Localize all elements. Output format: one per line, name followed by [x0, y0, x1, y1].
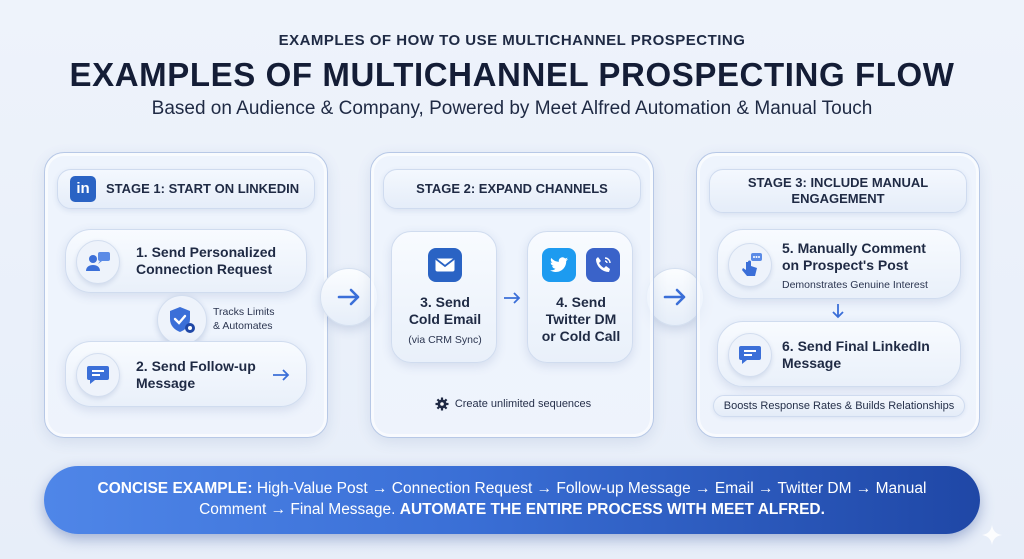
step-6-card[interactable]: 6. Send Final LinkedIn Message — [717, 321, 961, 387]
concise-example-text: CONCISE EXAMPLE: High-Value Post → Conne… — [84, 479, 940, 521]
stage-3-footer: Boosts Response Rates & Builds Relations… — [713, 395, 965, 417]
step-6-subtitle: Message — [782, 355, 842, 372]
page-title: EXAMPLES OF MULTICHANNEL PROSPECTING FLO… — [69, 56, 955, 93]
gear-icon — [435, 397, 449, 411]
page-subtitle: Based on Audience & Company, Powered by … — [151, 98, 873, 119]
step-5-subtitle: on Prospect's Post — [782, 257, 909, 274]
step-4-title: 4. Send — [556, 294, 606, 310]
stage-3-header-line2: ENGAGEMENT — [791, 191, 885, 206]
stage-1-panel: in STAGE 1: START ON LINKEDIN 1. Send Pe… — [44, 152, 328, 438]
step-2-card[interactable]: 2. Send Follow-up Message — [65, 341, 307, 407]
stage-2-to-3-arrow — [646, 268, 704, 326]
step-5-note: Demonstrates Genuine Interest — [782, 279, 928, 291]
step-4-card[interactable]: 4. Send Twitter DM or Cold Call — [527, 231, 633, 363]
phone-icon — [586, 248, 620, 282]
concise-example-label: CONCISE EXAMPLE: — [97, 480, 253, 498]
step-2-subtitle: Message — [136, 375, 196, 392]
step-3-note: (via CRM Sync) — [408, 334, 482, 346]
step-4-subtitle: Twitter DM — [545, 311, 617, 328]
stage-2-panel: STAGE 2: EXPAND CHANNELS 3. Send Cold Em… — [370, 152, 654, 438]
arrow-right-icon — [504, 292, 521, 304]
stage-2-header-label: STAGE 2: EXPAND CHANNELS — [416, 180, 608, 196]
sparkle-icon — [982, 525, 1002, 545]
stage-3-footer-label: Boosts Response Rates & Builds Relations… — [723, 400, 955, 412]
email-icon — [428, 248, 462, 282]
arrow-right-icon — [663, 288, 686, 306]
linkedin-icon: in — [70, 176, 96, 202]
stage-1-header: in STAGE 1: START ON LINKEDIN — [57, 169, 315, 209]
step-3-subtitle: Cold Email — [408, 311, 482, 328]
stage-3-panel: STAGE 3: INCLUDE MANUAL ENGAGEMENT 5. Ma… — [696, 152, 980, 438]
step-5-title: 5. Manually Comment — [782, 240, 926, 256]
stage-3-header-line1: STAGE 3: INCLUDE MANUAL — [747, 174, 929, 190]
concise-example-banner: CONCISE EXAMPLE: High-Value Post → Conne… — [44, 466, 980, 534]
message-icon — [76, 353, 120, 397]
page-supertitle: EXAMPLES OF HOW TO USE MULTICHANNEL PROS… — [278, 32, 746, 49]
hand-comment-icon — [728, 243, 772, 287]
step-6-title: 6. Send Final LinkedIn — [782, 338, 930, 354]
step-1-subtitle: Connection Request — [136, 261, 273, 278]
stage-2-footer: Create unlimited sequences — [371, 397, 655, 411]
message-icon — [728, 333, 772, 377]
concise-example-cta: AUTOMATE THE ENTIRE PROCESS WITH MEET AL… — [399, 501, 825, 518]
step-3-card[interactable]: 3. Send Cold Email (via CRM Sync) — [391, 231, 497, 363]
tracker-note-line1: Tracks Limits — [213, 306, 275, 318]
step-5-card[interactable]: 5. Manually Comment on Prospect's Post D… — [717, 229, 961, 299]
step-1-card[interactable]: 1. Send Personalized Connection Request — [65, 229, 307, 293]
step-3-title: 3. Send — [420, 294, 470, 310]
stage-1-header-label: STAGE 1: START ON LINKEDIN — [106, 180, 300, 196]
stage-2-footer-label: Create unlimited sequences — [454, 398, 592, 410]
stage-3-header: STAGE 3: INCLUDE MANUAL ENGAGEMENT — [709, 169, 967, 213]
connection-request-icon — [76, 240, 120, 284]
step-1-title: 1. Send Personalized — [136, 244, 277, 260]
arrow-right-icon — [337, 288, 360, 306]
twitter-icon — [542, 248, 576, 282]
arrow-down-icon — [832, 304, 844, 319]
tracker-badge — [157, 295, 207, 345]
shield-check-icon — [170, 307, 195, 333]
arrow-right-icon — [273, 369, 290, 381]
stage-2-header: STAGE 2: EXPAND CHANNELS — [383, 169, 641, 209]
tracker-note: Tracks Limits & Automates — [213, 305, 274, 333]
step-4-subtitle-2: or Cold Call — [541, 328, 621, 345]
step-2-title: 2. Send Follow-up — [136, 358, 256, 374]
concise-example-flow: High-Value Post → Connection Request → F… — [199, 480, 927, 518]
tracker-note-line2: & Automates — [213, 320, 273, 333]
